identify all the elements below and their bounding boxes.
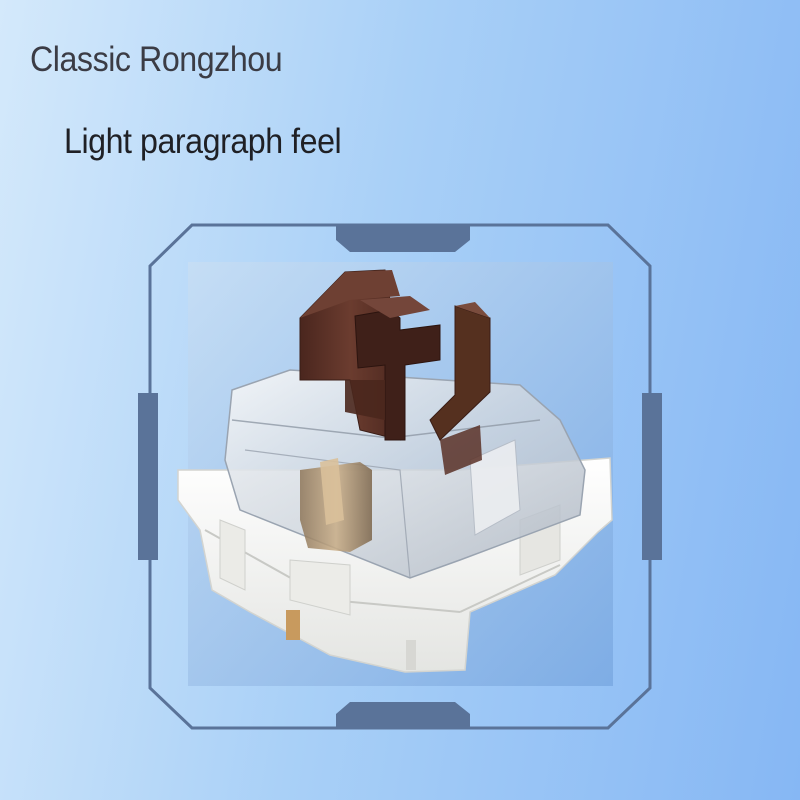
frame-tab-right: [642, 393, 662, 560]
product-title: Classic Rongzhou: [30, 40, 283, 79]
frame-tab-bottom: [336, 702, 470, 728]
product-subtitle: Light paragraph feel: [64, 122, 342, 161]
frame-tab-left: [138, 393, 158, 560]
switch-stem: [299, 269, 491, 441]
frame-tab-top: [336, 225, 470, 252]
switch-pin: [286, 610, 300, 640]
top-housing: [224, 369, 586, 579]
